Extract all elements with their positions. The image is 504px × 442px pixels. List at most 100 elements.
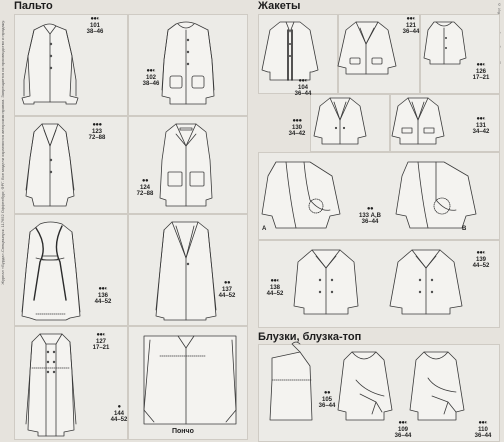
difficulty-dots-104: ●●◐	[298, 78, 308, 84]
difficulty-dots-127: ●●◐	[96, 332, 106, 338]
label-127: ●●◐ 127 17–21	[88, 332, 114, 352]
model-number-144: 144	[113, 410, 124, 417]
blouse-109-drawing	[337, 351, 393, 421]
coat-136-drawing	[21, 221, 81, 321]
difficulty-dots-105: ●●	[323, 390, 331, 396]
size-range-133: 36–44	[361, 219, 379, 226]
model-number-105: 105	[321, 396, 332, 403]
label-104: ●●◐ 104 36–44	[290, 78, 316, 98]
jacket-104-drawing	[261, 21, 319, 81]
coat-127-drawing	[25, 333, 77, 437]
difficulty-dots-144: ●	[117, 404, 121, 410]
label-137: ●● 137 44–52	[214, 280, 240, 300]
variant-a-label: А	[262, 226, 267, 232]
coat-102-drawing	[161, 21, 215, 105]
difficulty-dots-130: ●●●	[292, 118, 302, 124]
difficulty-dots-101: ●●◐	[90, 16, 100, 22]
model-number-133: 133 А,В	[358, 212, 381, 219]
model-number-110: 110	[478, 426, 488, 433]
difficulty-dots-109: ●●◐	[398, 420, 408, 426]
model-number-102: 102	[145, 74, 156, 81]
blouse-110-drawing	[409, 351, 465, 421]
label-105: ●● 105 36–44	[314, 390, 340, 410]
jacket-130-drawing	[313, 97, 367, 145]
jackets-section-title: Жакеты	[258, 0, 301, 12]
size-range-127: 17–21	[92, 345, 110, 352]
size-range-101: 38–46	[86, 29, 104, 36]
model-number-139: 139	[475, 256, 486, 263]
difficulty-dots-102: ●●◐	[146, 68, 156, 74]
model-number-131: 131	[475, 122, 486, 129]
size-range-110: 36–44	[474, 433, 492, 440]
label-138: ●●◐ 138 44–52	[262, 278, 288, 298]
coat-137-drawing	[155, 221, 217, 321]
model-number-138: 138	[269, 284, 280, 291]
label-139: ●●◐ 139 44–52	[468, 250, 494, 270]
difficulty-dots-139: ●●◐	[476, 250, 486, 256]
jacket-131-drawing	[391, 97, 445, 145]
coat-123-drawing	[25, 123, 75, 207]
size-range-124: 72–88	[136, 191, 154, 198]
model-number-104: 104	[297, 84, 308, 91]
label-144: ● 144 44–52	[106, 404, 132, 424]
label-109: ●●◐ 109 36–44	[390, 420, 416, 440]
model-number-109: 109	[397, 426, 408, 433]
size-range-138: 44–52	[266, 291, 284, 298]
poncho-drawing	[143, 335, 237, 425]
label-110: ●●◐ 110 36–44	[470, 420, 496, 440]
size-range-139: 44–52	[472, 263, 490, 270]
difficulty-dots-133: ●●	[366, 206, 374, 212]
model-number-137: 137	[221, 286, 232, 293]
label-121: ●●◐ 121 36–44	[398, 16, 424, 36]
variant-b-label: В	[462, 226, 467, 232]
label-124: ●● 124 72–88	[132, 178, 158, 198]
label-133: ●● 133 А,В 36–44	[354, 206, 386, 226]
difficulty-dots-123: ●●●	[92, 122, 102, 128]
top-105-drawing	[269, 341, 313, 421]
size-range-131: 34–42	[472, 129, 490, 136]
label-102: ●●◐ 102 38–46	[138, 68, 164, 88]
difficulty-dots-121: ●●◐	[406, 16, 416, 22]
difficulty-dots-110: ●●◐	[478, 420, 488, 426]
difficulty-dots-137: ●●	[223, 280, 231, 286]
model-number-101: 101	[89, 22, 100, 29]
jacket-121-drawing	[337, 21, 397, 75]
jacket-133a-drawing	[261, 161, 341, 229]
label-136: ●●◐ 136 44–52	[90, 286, 116, 306]
size-range-137: 44–52	[218, 293, 236, 300]
coat-101-drawing	[21, 23, 79, 105]
size-range-130: 34–42	[288, 131, 306, 138]
coat-124-drawing	[159, 123, 213, 207]
jacket-133b-drawing	[395, 161, 477, 229]
size-range-121: 36–44	[402, 29, 420, 36]
label-131: ●●◐ 131 34–42	[468, 116, 494, 136]
label-126: ●●◐ 126 17–21	[468, 62, 494, 82]
blouses-section-title: Блузки, блузка-топ	[258, 331, 362, 343]
model-number-136: 136	[97, 292, 108, 299]
jacket-138-drawing	[293, 249, 359, 315]
model-number-124: 124	[139, 184, 150, 191]
coats-section-title: Пальто	[14, 0, 53, 12]
jacket-126-drawing	[423, 21, 467, 65]
model-number-126: 126	[475, 68, 486, 75]
model-number-127: 127	[95, 338, 106, 345]
model-number-123: 123	[91, 128, 102, 135]
difficulty-dots-131: ●●◐	[476, 116, 486, 122]
model-number-121: 121	[405, 22, 416, 29]
label-123: ●●● 123 72–88	[84, 122, 110, 142]
jacket-139-drawing	[389, 249, 463, 315]
size-range-126: 17–21	[472, 75, 490, 82]
size-range-136: 44–52	[94, 299, 112, 306]
size-range-109: 36–44	[394, 433, 412, 440]
size-range-123: 72–88	[88, 135, 106, 142]
size-range-104: 36–44	[294, 91, 312, 98]
size-range-102: 38–46	[142, 81, 160, 88]
model-number-130: 130	[291, 124, 302, 131]
size-range-144: 44–52	[110, 417, 128, 424]
difficulty-dots-138: ●●◐	[270, 278, 280, 284]
label-130: ●●● 130 34–42	[284, 118, 310, 138]
label-101: ●●◐ 101 38–46	[82, 16, 108, 36]
difficulty-dots-124: ●●	[141, 178, 149, 184]
